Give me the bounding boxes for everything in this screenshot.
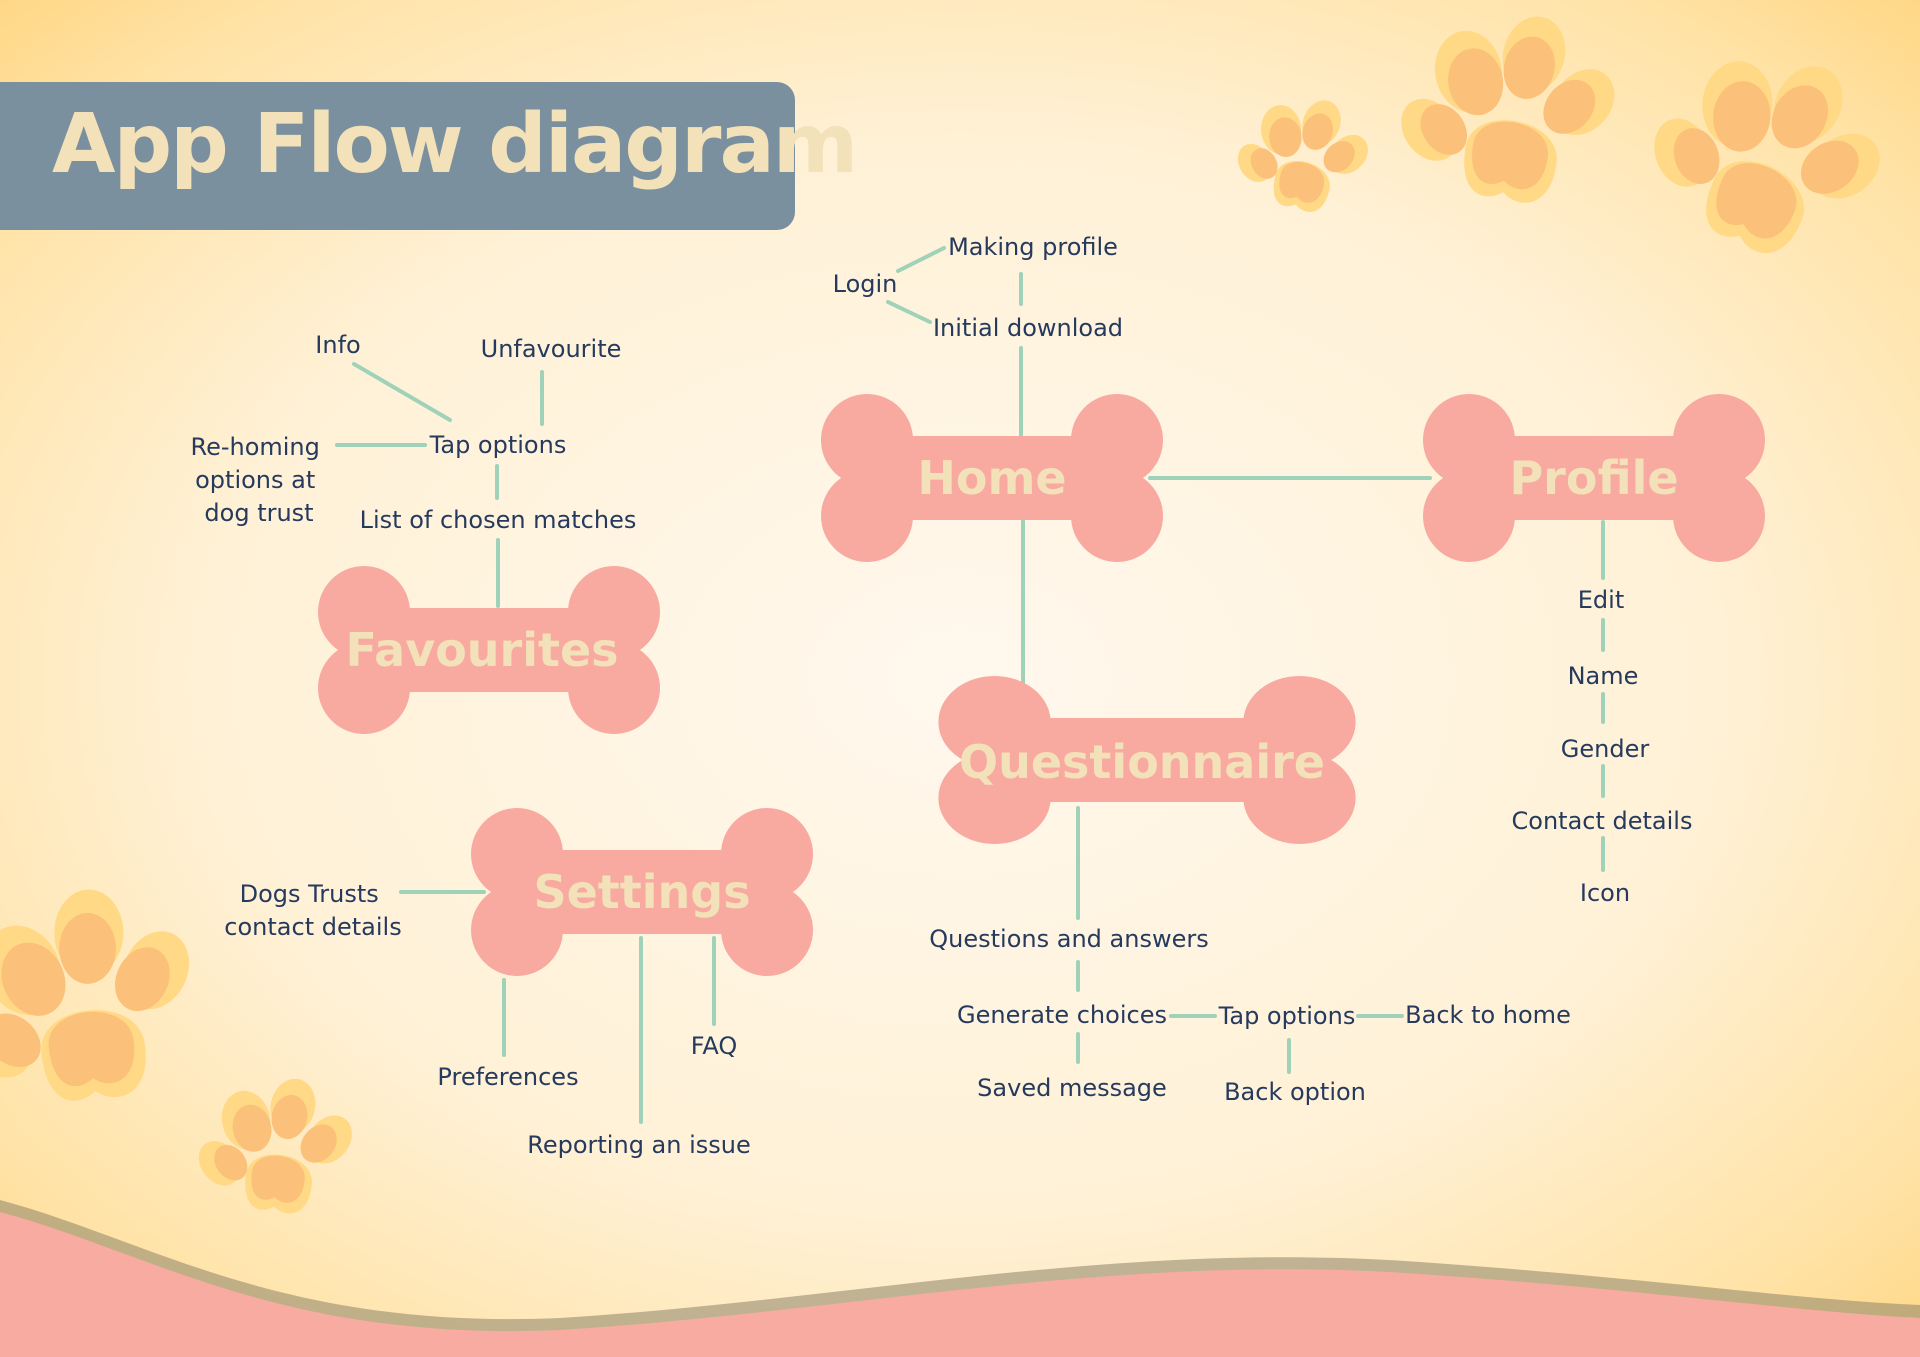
title-banner (0, 82, 795, 230)
label-gender: Gender (1561, 735, 1650, 763)
connector (886, 300, 932, 324)
label-tap-options-favourites: Tap options (429, 431, 567, 459)
label-unfavourite: Unfavourite (481, 335, 622, 363)
label-name: Name (1568, 662, 1639, 690)
label-preferences: Preferences (437, 1063, 578, 1091)
bone-settings[interactable]: Settings (471, 808, 813, 976)
label-saved-message: Saved message (977, 1074, 1167, 1102)
label-rehoming: Re-homing options at dog trust (190, 433, 327, 527)
label-dogs-trusts-line-2: contact details (224, 913, 401, 941)
label-generate-choices: Generate choices (957, 1001, 1167, 1029)
label-dogs-trusts: Dogs Trusts contact details (224, 880, 401, 941)
label-rehoming-line-3: dog trust (204, 499, 313, 527)
bone-favourites[interactable]: Favourites (318, 566, 660, 734)
label-edit: Edit (1578, 586, 1624, 614)
label-initial-download: Initial download (933, 314, 1123, 342)
label-back-option: Back option (1224, 1078, 1366, 1106)
bone-profile-label: Profile (1509, 451, 1678, 505)
label-tap-options-questionnaire: Tap options (1218, 1002, 1356, 1030)
bone-favourites-label: Favourites (345, 623, 618, 677)
label-info: Info (315, 331, 360, 359)
label-icon: Icon (1580, 879, 1630, 907)
label-list-of-chosen-matches: List of chosen matches (360, 506, 637, 534)
label-reporting-an-issue: Reporting an issue (527, 1131, 751, 1159)
connector (352, 362, 452, 422)
bone-home[interactable]: Home (821, 394, 1163, 562)
label-rehoming-line-2: options at (195, 466, 315, 494)
label-rehoming-line-1: Re-homing (190, 433, 319, 461)
label-back-to-home: Back to home (1405, 1001, 1571, 1029)
bottom-wave (0, 1212, 1920, 1357)
connectors (335, 246, 1605, 1124)
bone-home-label: Home (917, 451, 1066, 505)
bone-questionnaire-label: Questionnaire (959, 735, 1325, 789)
page-title: App Flow diagram (52, 97, 858, 192)
bone-profile[interactable]: Profile (1423, 394, 1765, 562)
label-questions-and-answers: Questions and answers (929, 925, 1208, 953)
label-making-profile: Making profile (948, 233, 1118, 261)
label-dogs-trusts-line-1: Dogs Trusts (240, 880, 379, 908)
label-faq: FAQ (691, 1032, 738, 1060)
label-login: Login (833, 270, 898, 298)
label-contact-details: Contact details (1512, 807, 1693, 835)
bone-settings-label: Settings (533, 865, 750, 919)
connector (896, 246, 946, 273)
